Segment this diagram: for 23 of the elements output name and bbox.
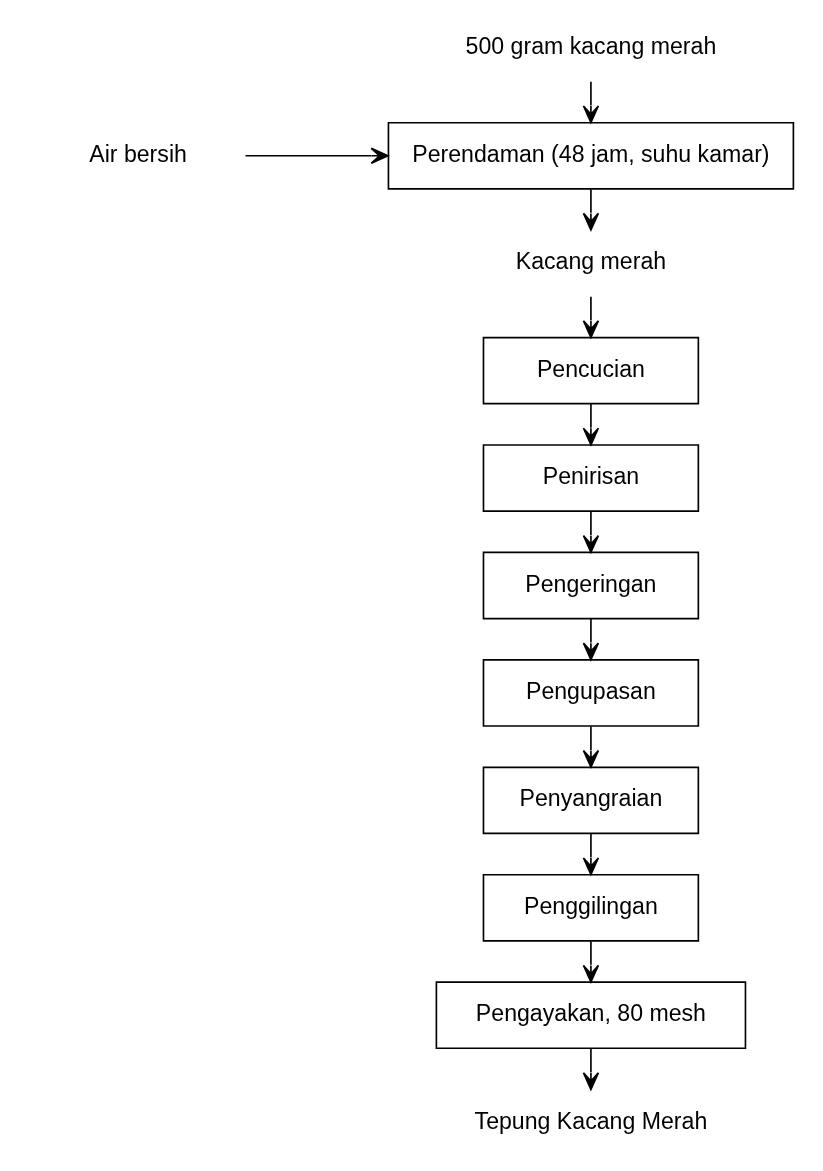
node-box: Perendaman (48 jam, suhu kamar) <box>387 121 794 190</box>
arrow <box>582 1047 599 1091</box>
node-text: Tepung Kacang Merah <box>474 1107 707 1134</box>
node-box: Pengayakan, 80 mesh <box>435 981 746 1050</box>
arrow <box>582 618 599 661</box>
arrow <box>582 403 599 446</box>
node-box: Pengupasan <box>482 659 699 727</box>
arrow <box>244 147 389 165</box>
node-text: 500 gram kacang merah <box>465 33 716 60</box>
arrow <box>582 80 599 124</box>
arrow <box>582 725 599 768</box>
arrow <box>582 188 599 231</box>
arrow <box>582 833 599 876</box>
node-box: Penirisan <box>482 444 699 512</box>
arrow <box>582 295 599 339</box>
node-box: Pengeringan <box>482 551 699 620</box>
node-text: Air bersih <box>88 140 187 167</box>
node-box: Penyangraian <box>482 766 699 835</box>
node-box: Penggilingan <box>482 873 699 942</box>
arrow <box>582 940 599 983</box>
node-box: Pencucian <box>482 336 699 405</box>
arrow <box>582 510 599 554</box>
node-text: Kacang merah <box>515 248 666 275</box>
